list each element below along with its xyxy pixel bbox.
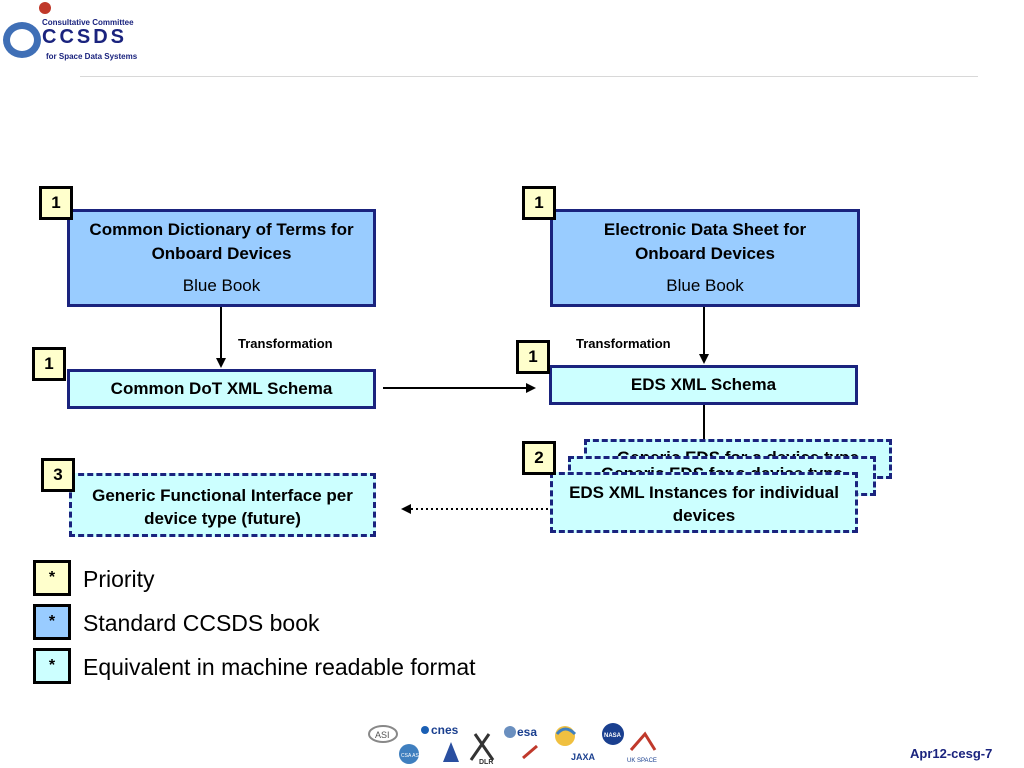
ccsds-logo: Consultative Committee CCSDS for Space D… bbox=[0, 0, 150, 66]
svg-text:JAXA: JAXA bbox=[571, 752, 596, 762]
svg-text:esa: esa bbox=[517, 725, 537, 739]
eds-instances-title: EDS XML Instances for individual devices bbox=[569, 483, 839, 525]
agency-logos: ASI CSA ASC cnes DLR esa JAXA NASA UK SP… bbox=[365, 720, 665, 766]
legend-standard-book-swatch: * bbox=[33, 604, 71, 640]
svg-text:DLR: DLR bbox=[479, 759, 493, 766]
logo-wordmark: CCSDS bbox=[42, 26, 128, 48]
legend-standard-book-label: Standard CCSDS book bbox=[83, 610, 320, 636]
svg-text:NASA: NASA bbox=[604, 733, 622, 739]
agency-logos-strip: ASI CSA ASC cnes DLR esa JAXA NASA UK SP… bbox=[368, 723, 657, 766]
dot-schema-title: Common DoT XML Schema bbox=[110, 379, 333, 398]
priority-badge-dot-schema: 1 bbox=[32, 347, 66, 381]
eds-instances-box: EDS XML Instances for individual devices bbox=[550, 472, 858, 533]
legend-priority-swatch: * bbox=[33, 560, 71, 596]
functional-interface-title: Generic Functional Interface per device … bbox=[92, 486, 353, 528]
slide-id: Apr12-cesg-7 bbox=[910, 746, 993, 761]
svg-text:UK SPACE: UK SPACE bbox=[627, 758, 657, 764]
functional-interface-box: Generic Functional Interface per device … bbox=[69, 473, 376, 537]
svg-text:CSA ASC: CSA ASC bbox=[401, 753, 423, 759]
logo-bottom-line: for Space Data Systems bbox=[46, 52, 138, 61]
logo-top-line: Consultative Committee bbox=[42, 18, 134, 27]
dictionary-subtitle: Blue Book bbox=[182, 276, 261, 295]
dot-schema-box: Common DoT XML Schema bbox=[67, 369, 376, 409]
legend-priority-label: Priority bbox=[83, 566, 155, 592]
eds-box: Electronic Data Sheet for Onboard Device… bbox=[550, 209, 860, 307]
priority-badge-eds-schema: 1 bbox=[516, 340, 550, 374]
priority-badge-eds-instances: 2 bbox=[522, 441, 556, 475]
svg-text:ASI: ASI bbox=[375, 730, 390, 740]
transformation-label-right: Transformation bbox=[576, 336, 671, 351]
priority-badge-functional-interface: 3 bbox=[41, 458, 75, 492]
svg-text:cnes: cnes bbox=[431, 723, 459, 737]
priority-badge-eds: 1 bbox=[522, 186, 556, 220]
eds-title: Electronic Data Sheet for Onboard Device… bbox=[603, 220, 807, 263]
legend-machine-readable-swatch: * bbox=[33, 648, 71, 684]
eds-schema-box: EDS XML Schema bbox=[549, 365, 858, 405]
dictionary-box: Common Dictionary of Terms for Onboard D… bbox=[67, 209, 376, 307]
dictionary-title: Common Dictionary of Terms for Onboard D… bbox=[89, 220, 354, 263]
header-divider bbox=[80, 76, 978, 77]
ccsds-logo-mark bbox=[3, 2, 51, 58]
legend-machine-readable-label: Equivalent in machine readable format bbox=[83, 654, 476, 680]
priority-badge-dictionary: 1 bbox=[39, 186, 73, 220]
eds-subtitle: Blue Book bbox=[666, 276, 744, 295]
transformation-label-left: Transformation bbox=[238, 336, 333, 351]
eds-schema-title: EDS XML Schema bbox=[630, 375, 777, 394]
